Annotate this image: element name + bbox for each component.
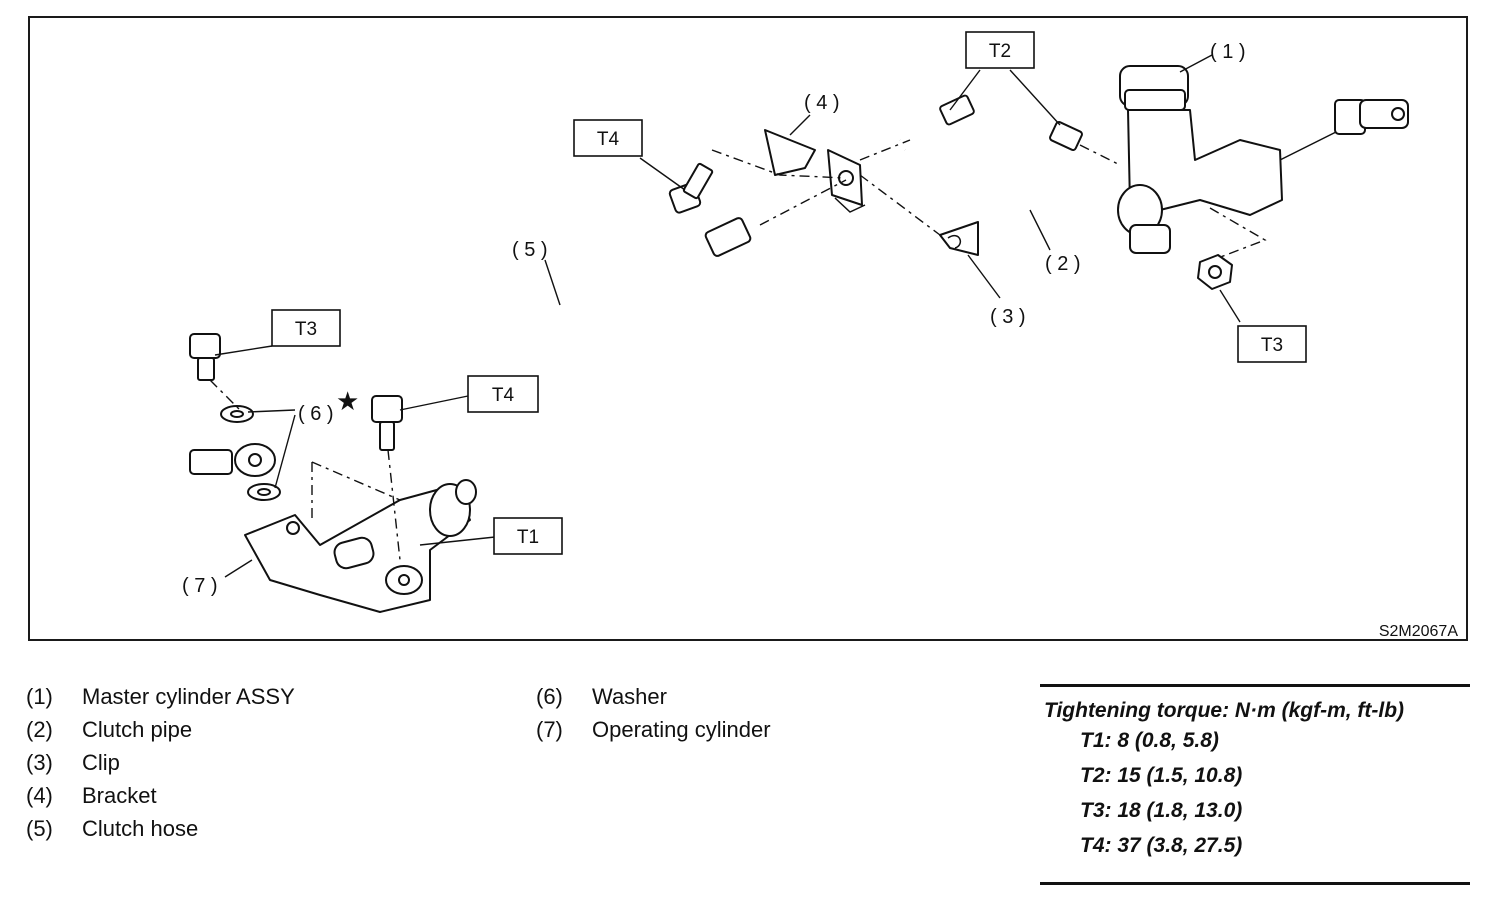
svg-text:T2: T2 bbox=[989, 41, 1011, 62]
torque-row-t3: T3: 18 (1.8, 13.0) bbox=[1080, 799, 1243, 822]
tag-t1: T1 bbox=[493, 517, 563, 555]
legend-item: (2)Clutch pipe bbox=[26, 717, 193, 742]
bracket bbox=[764, 129, 866, 213]
tag-t4-top: T4 bbox=[573, 119, 643, 157]
legend-item: (3)Clip bbox=[26, 750, 120, 775]
washers bbox=[220, 405, 281, 501]
clip bbox=[939, 221, 979, 256]
nut-right bbox=[1197, 254, 1233, 290]
svg-text:T3: T3 bbox=[1261, 335, 1283, 356]
torque-spec-box: Tightening torque: N·m (kgf-m, ft-lb) T1… bbox=[1040, 684, 1470, 885]
clutch-pipe bbox=[899, 94, 1083, 203]
star-symbol: ★ bbox=[336, 387, 359, 417]
operating-cylinder bbox=[244, 479, 477, 613]
assembly-lines bbox=[209, 139, 1267, 561]
leader-lines bbox=[214, 54, 1241, 578]
svg-text:T4: T4 bbox=[492, 385, 515, 406]
callout-4: ( 4 ) bbox=[804, 92, 840, 114]
bolt-top bbox=[668, 162, 714, 214]
legend-item: (6)Washer bbox=[536, 684, 667, 709]
tag-t2-top: T2 bbox=[965, 31, 1035, 69]
clutch-hose bbox=[102, 217, 752, 477]
tag-t3-left: T3 bbox=[271, 309, 341, 347]
callout-6: ( 6 ) bbox=[298, 403, 334, 425]
legend-left: (1)Master cylinder ASSY (2)Clutch pipe (… bbox=[26, 680, 295, 845]
bolt-left bbox=[189, 333, 221, 381]
legend-item: (7)Operating cylinder bbox=[536, 717, 771, 742]
tag-t4-mid: T4 bbox=[467, 375, 539, 413]
svg-text:T3: T3 bbox=[295, 319, 317, 340]
svg-text:T1: T1 bbox=[517, 527, 539, 548]
torque-row-t1: T1: 8 (0.8, 5.8) bbox=[1080, 729, 1219, 752]
svg-text:T4: T4 bbox=[597, 129, 620, 150]
bolt-mid bbox=[371, 395, 403, 451]
diagram-frame bbox=[28, 16, 1468, 641]
legend-item: (4)Bracket bbox=[26, 783, 157, 808]
torque-row-t2: T2: 15 (1.5, 10.8) bbox=[1080, 764, 1243, 787]
torque-row-t4: T4: 37 (3.8, 27.5) bbox=[1080, 834, 1243, 857]
legend-right: (6)Washer (7)Operating cylinder bbox=[536, 680, 771, 746]
callout-7: ( 7 ) bbox=[182, 575, 218, 597]
torque-title: Tightening torque: N·m (kgf-m, ft-lb) bbox=[1044, 699, 1405, 722]
figure-code: S2M2067A bbox=[1379, 623, 1458, 640]
tag-t3-right: T3 bbox=[1237, 325, 1307, 363]
callout-2: ( 2 ) bbox=[1045, 253, 1081, 275]
legend-item: (5)Clutch hose bbox=[26, 816, 199, 841]
callout-3: ( 3 ) bbox=[990, 306, 1026, 328]
callout-1: ( 1 ) bbox=[1210, 41, 1246, 63]
master-cylinder bbox=[1117, 65, 1409, 254]
legend-item: (1)Master cylinder ASSY bbox=[26, 684, 295, 709]
callout-5: ( 5 ) bbox=[512, 239, 548, 261]
